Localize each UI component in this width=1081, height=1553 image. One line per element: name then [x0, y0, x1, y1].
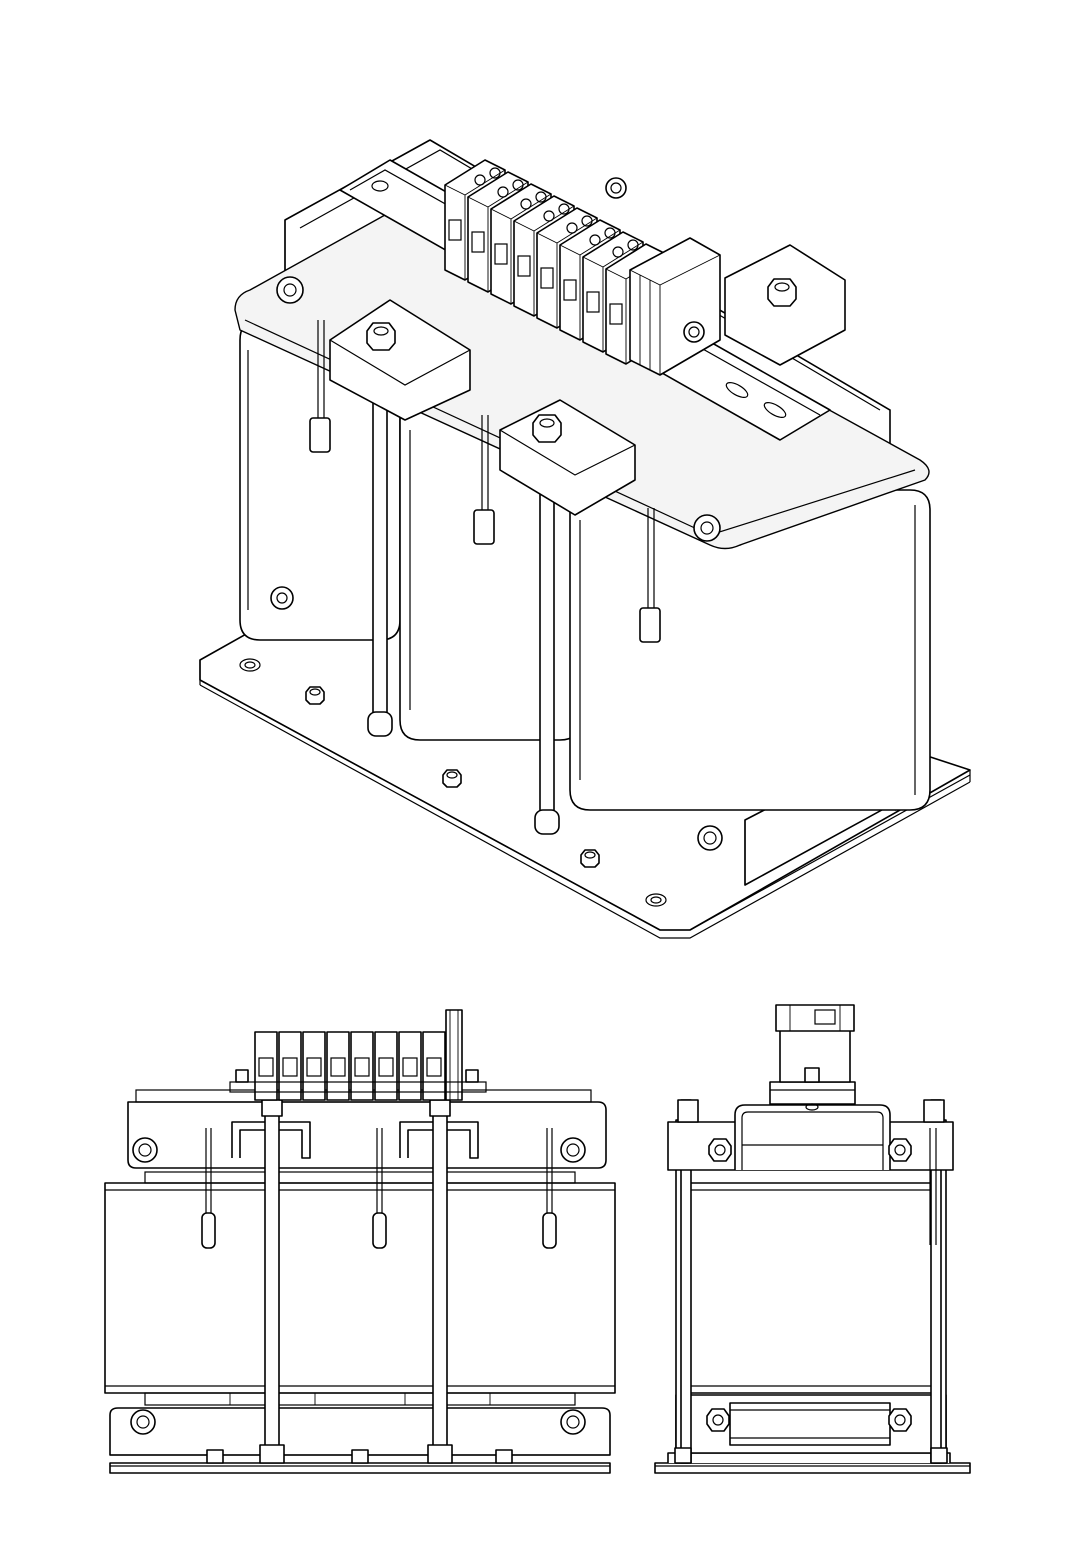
side-view: [645, 1000, 980, 1485]
side-terminal: [769, 1004, 856, 1111]
side-base-nuts: [674, 1447, 948, 1464]
coil-leads: [309, 320, 661, 643]
base-nuts: [305, 686, 600, 868]
side-lower-frame: [675, 1394, 947, 1454]
side-nuts: [270, 586, 723, 851]
front-coils: [104, 1171, 616, 1406]
front-view: [100, 1005, 620, 1485]
side-upper-frame: [667, 1099, 954, 1245]
front-lower-yoke: [109, 1407, 611, 1456]
front-base-nuts: [206, 1449, 513, 1464]
front-base: [109, 1462, 611, 1474]
isometric-view: [190, 130, 980, 950]
front-upper-yoke: [127, 1089, 607, 1169]
side-coil: [685, 1182, 937, 1394]
top-nuts: [276, 276, 797, 542]
end-clamps: [605, 177, 705, 343]
tie-rods: [367, 349, 560, 835]
isometric-drawing: [199, 139, 971, 939]
front-drawing: [104, 1009, 616, 1474]
front-leads: [201, 1128, 557, 1249]
side-drawing: [654, 1004, 971, 1474]
terminal-blocks: [444, 159, 721, 376]
side-base: [654, 1452, 971, 1474]
front-terminal-blocks: [229, 1009, 487, 1101]
front-tie-rods: [259, 1099, 453, 1464]
